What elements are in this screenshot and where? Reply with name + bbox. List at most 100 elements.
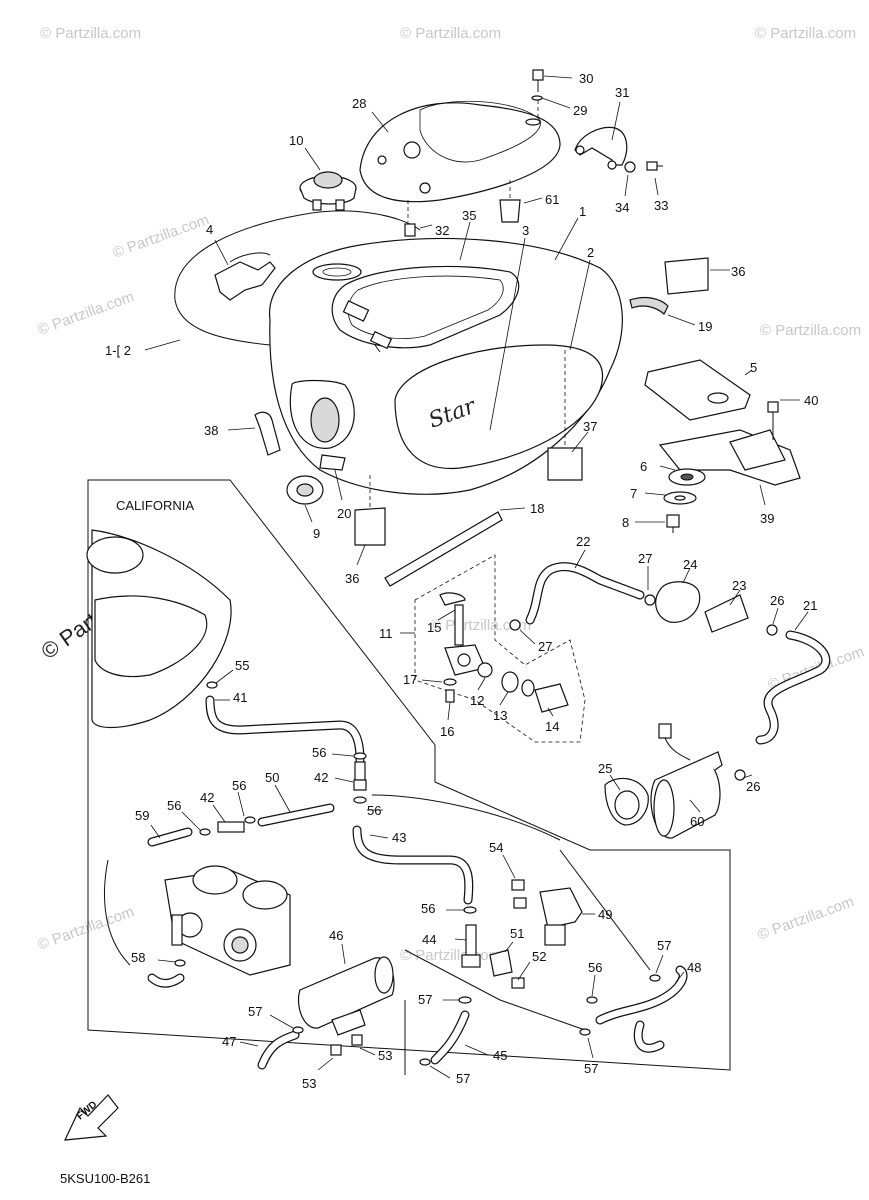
fuel-tank: Star	[268, 237, 623, 495]
evap-hoses	[103, 695, 688, 1075]
callout-57-a: 57	[657, 938, 671, 953]
callout-51: 51	[510, 926, 524, 941]
callout-27-left: 27	[538, 639, 552, 654]
callout-59: 59	[135, 808, 149, 823]
callout-42-b: 42	[200, 790, 214, 805]
callout-42-a: 42	[314, 770, 328, 785]
callout-16: 16	[440, 724, 454, 739]
callout-61: 61	[545, 192, 559, 207]
watermark: © Partzilla.com	[36, 903, 137, 954]
callout-57-e: 57	[584, 1061, 598, 1076]
callout-40: 40	[804, 393, 818, 408]
callout-1-2: 1-[ 2	[105, 343, 131, 358]
callout-56-d: 56	[167, 798, 181, 813]
callout-58: 58	[131, 950, 145, 965]
callout-56-a: 56	[312, 745, 326, 760]
callout-34: 34	[615, 200, 629, 215]
callout-26-top: 26	[770, 593, 784, 608]
callout-54: 54	[489, 840, 503, 855]
callout-33: 33	[654, 198, 668, 213]
callout-50: 50	[265, 770, 279, 785]
callout-56-e: 56	[421, 901, 435, 916]
callout-30: 30	[579, 71, 593, 86]
callout-25: 25	[598, 761, 612, 776]
diagram-code: 5KSU100-B261	[60, 1171, 150, 1186]
callout-13: 13	[493, 708, 507, 723]
callout-2: 2	[587, 245, 594, 260]
callout-46: 46	[329, 928, 343, 943]
callout-57-d: 57	[456, 1071, 470, 1086]
watermark: © Partzilla.com	[36, 288, 137, 339]
callout-12: 12	[470, 693, 484, 708]
callout-23: 23	[732, 578, 746, 593]
callout-10: 10	[289, 133, 303, 148]
tank-strip	[384, 511, 503, 587]
left-small-parts	[254, 411, 346, 505]
watermark: © Partzilla.com	[400, 25, 501, 42]
charcoal-canister	[297, 956, 395, 1056]
callout-47: 47	[222, 1034, 236, 1049]
callout-11: 11	[379, 626, 393, 641]
callout-5: 5	[750, 360, 757, 375]
cover-bracket-hardware	[531, 69, 663, 173]
callout-37: 37	[583, 419, 597, 434]
fuel-cock-assembly	[414, 554, 586, 743]
callout-9: 9	[313, 526, 320, 541]
callout-19: 19	[698, 319, 712, 334]
callout-6: 6	[640, 459, 647, 474]
callout-56-c: 56	[367, 803, 381, 818]
leader-lines	[144, 75, 809, 1079]
grommet-washer-bolt	[663, 468, 706, 533]
callout-29: 29	[573, 103, 587, 118]
callout-35: 35	[462, 208, 476, 223]
fwd-arrow: FWD	[64, 1094, 119, 1141]
callout-53-a: 53	[302, 1076, 316, 1091]
callout-60: 60	[690, 814, 704, 829]
fuel-lines-top	[509, 562, 831, 781]
california-inset: CALIFORNIA	[86, 479, 731, 1071]
callout-1: 1	[579, 204, 586, 219]
fuel-pump	[604, 723, 723, 839]
callout-41: 41	[233, 690, 247, 705]
callout-49: 49	[598, 907, 612, 922]
callout-38: 38	[204, 423, 218, 438]
callout-3: 3	[522, 223, 529, 238]
carburetor-assembly	[164, 865, 291, 976]
callout-31: 31	[615, 85, 629, 100]
small-fittings-top	[404, 180, 521, 237]
callout-24: 24	[683, 557, 697, 572]
watermark: © Partzilla.com	[756, 893, 857, 944]
rubber-pads	[354, 257, 709, 546]
callout-57-c: 57	[248, 1004, 262, 1019]
callout-17: 17	[403, 672, 417, 687]
callout-57-b: 57	[418, 992, 432, 1007]
callout-8: 8	[622, 515, 629, 530]
callout-15: 15	[427, 620, 441, 635]
callout-43: 43	[392, 830, 406, 845]
callout-48: 48	[687, 960, 701, 975]
tank-side-emblem	[174, 210, 421, 346]
callout-22: 22	[576, 534, 590, 549]
solenoid-valve	[489, 879, 583, 989]
filler-cap	[299, 171, 357, 211]
callout-7: 7	[630, 486, 637, 501]
callout-14: 14	[545, 719, 559, 734]
rear-mount-brackets	[644, 359, 801, 486]
callout-55: 55	[235, 658, 249, 673]
callout-39: 39	[760, 511, 774, 526]
callout-36-top: 36	[731, 264, 745, 279]
callout-56-b: 56	[232, 778, 246, 793]
callout-52: 52	[532, 949, 546, 964]
callout-45: 45	[493, 1048, 507, 1063]
watermark: © Partzilla.com	[755, 25, 856, 42]
callout-20: 20	[337, 506, 351, 521]
callout-labels: 30 29 31 28 10 33 34 61 1 4 35 32 3 2 36…	[105, 71, 818, 1091]
watermark: © Partzilla.com	[40, 25, 141, 42]
callout-44: 44	[422, 932, 436, 947]
watermark: © Partzilla.com	[111, 211, 212, 262]
callout-28: 28	[352, 96, 366, 111]
callout-18: 18	[530, 501, 544, 516]
tank-center-cover	[359, 100, 561, 203]
